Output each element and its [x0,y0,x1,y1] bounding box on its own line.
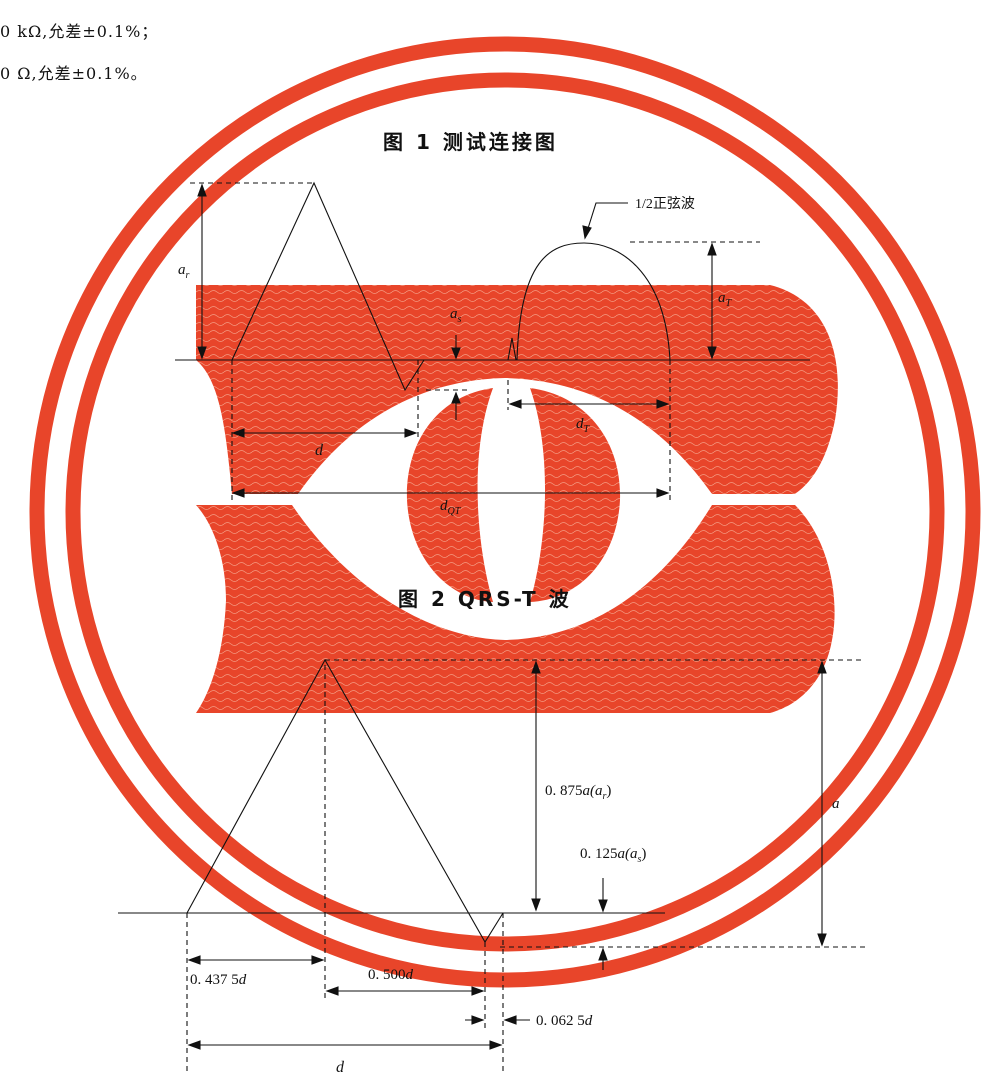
label-d-t: d [576,416,584,432]
label-d-t-sub: T [584,424,591,435]
label-d-qt-sub: QT [448,506,462,517]
label-a-r: a [178,262,186,278]
seal-inner-ring [65,72,945,952]
label-a-s: a [450,306,458,322]
text-line-2: 0 Ω,允差±0.1%。 [0,64,148,83]
label-0875-close: ) [606,783,611,799]
svg-text:as: as [450,306,462,325]
label-04375: 0. 437 5 [190,972,239,988]
label-0875-var: a(a [583,783,603,799]
seal-pupil-left [406,388,493,602]
label-0125-sub: s [638,854,642,865]
label-0125-var: a(a [618,846,638,862]
seal-pupil-right [530,388,621,602]
svg-text:dQT: dQT [440,498,462,517]
svg-text:0. 062 5d: 0. 062 5d [536,1013,593,1029]
seal-outer-ring [29,36,981,988]
seal-letter-upper [196,285,838,494]
label-00625-d: d [585,1013,593,1029]
seal-letter-lower [196,505,835,713]
label-d-bottom: d [336,1059,345,1076]
label-a-s-sub: s [458,314,462,325]
lower-waveform [186,658,504,944]
figure2-caption: 图 2 QRS-T 波 [398,587,572,611]
label-0875: 0. 875 [545,783,583,799]
r-wave [231,181,425,392]
label-d-qt: d [440,498,448,514]
svg-text:0. 875a(ar): 0. 875a(ar) [545,783,611,802]
label-0500-d: d [406,967,414,983]
half-sine-wave [516,242,671,361]
label-a-t: a [718,290,726,306]
label-0125: 0. 125 [580,846,618,862]
label-a-t-sub: T [726,298,733,309]
label-0125-close: ) [641,846,646,862]
svg-text:0. 500d: 0. 500d [368,967,414,983]
svg-text:dT: dT [576,416,591,435]
label-d: d [315,442,324,459]
text-line-1: 0 kΩ,允差±0.1%； [0,22,159,41]
spike [507,337,517,361]
label-00625: 0. 062 5 [536,1013,585,1029]
svg-text:0. 125a(as): 0. 125a(as) [580,846,646,865]
label-0875-sub: r [603,791,607,802]
label-a-r-sub: r [186,270,190,281]
label-04375-d: d [239,972,247,988]
svg-text:aT: aT [718,290,733,309]
label-half-sine: 1/2正弦波 [635,196,695,212]
label-a-right: a [832,796,840,812]
svg-text:ar: ar [178,262,190,281]
svg-text:0. 437 5d: 0. 437 5d [190,972,247,988]
label-0500: 0. 500 [368,967,406,983]
figure1-caption: 图 1 测试连接图 [383,130,558,154]
